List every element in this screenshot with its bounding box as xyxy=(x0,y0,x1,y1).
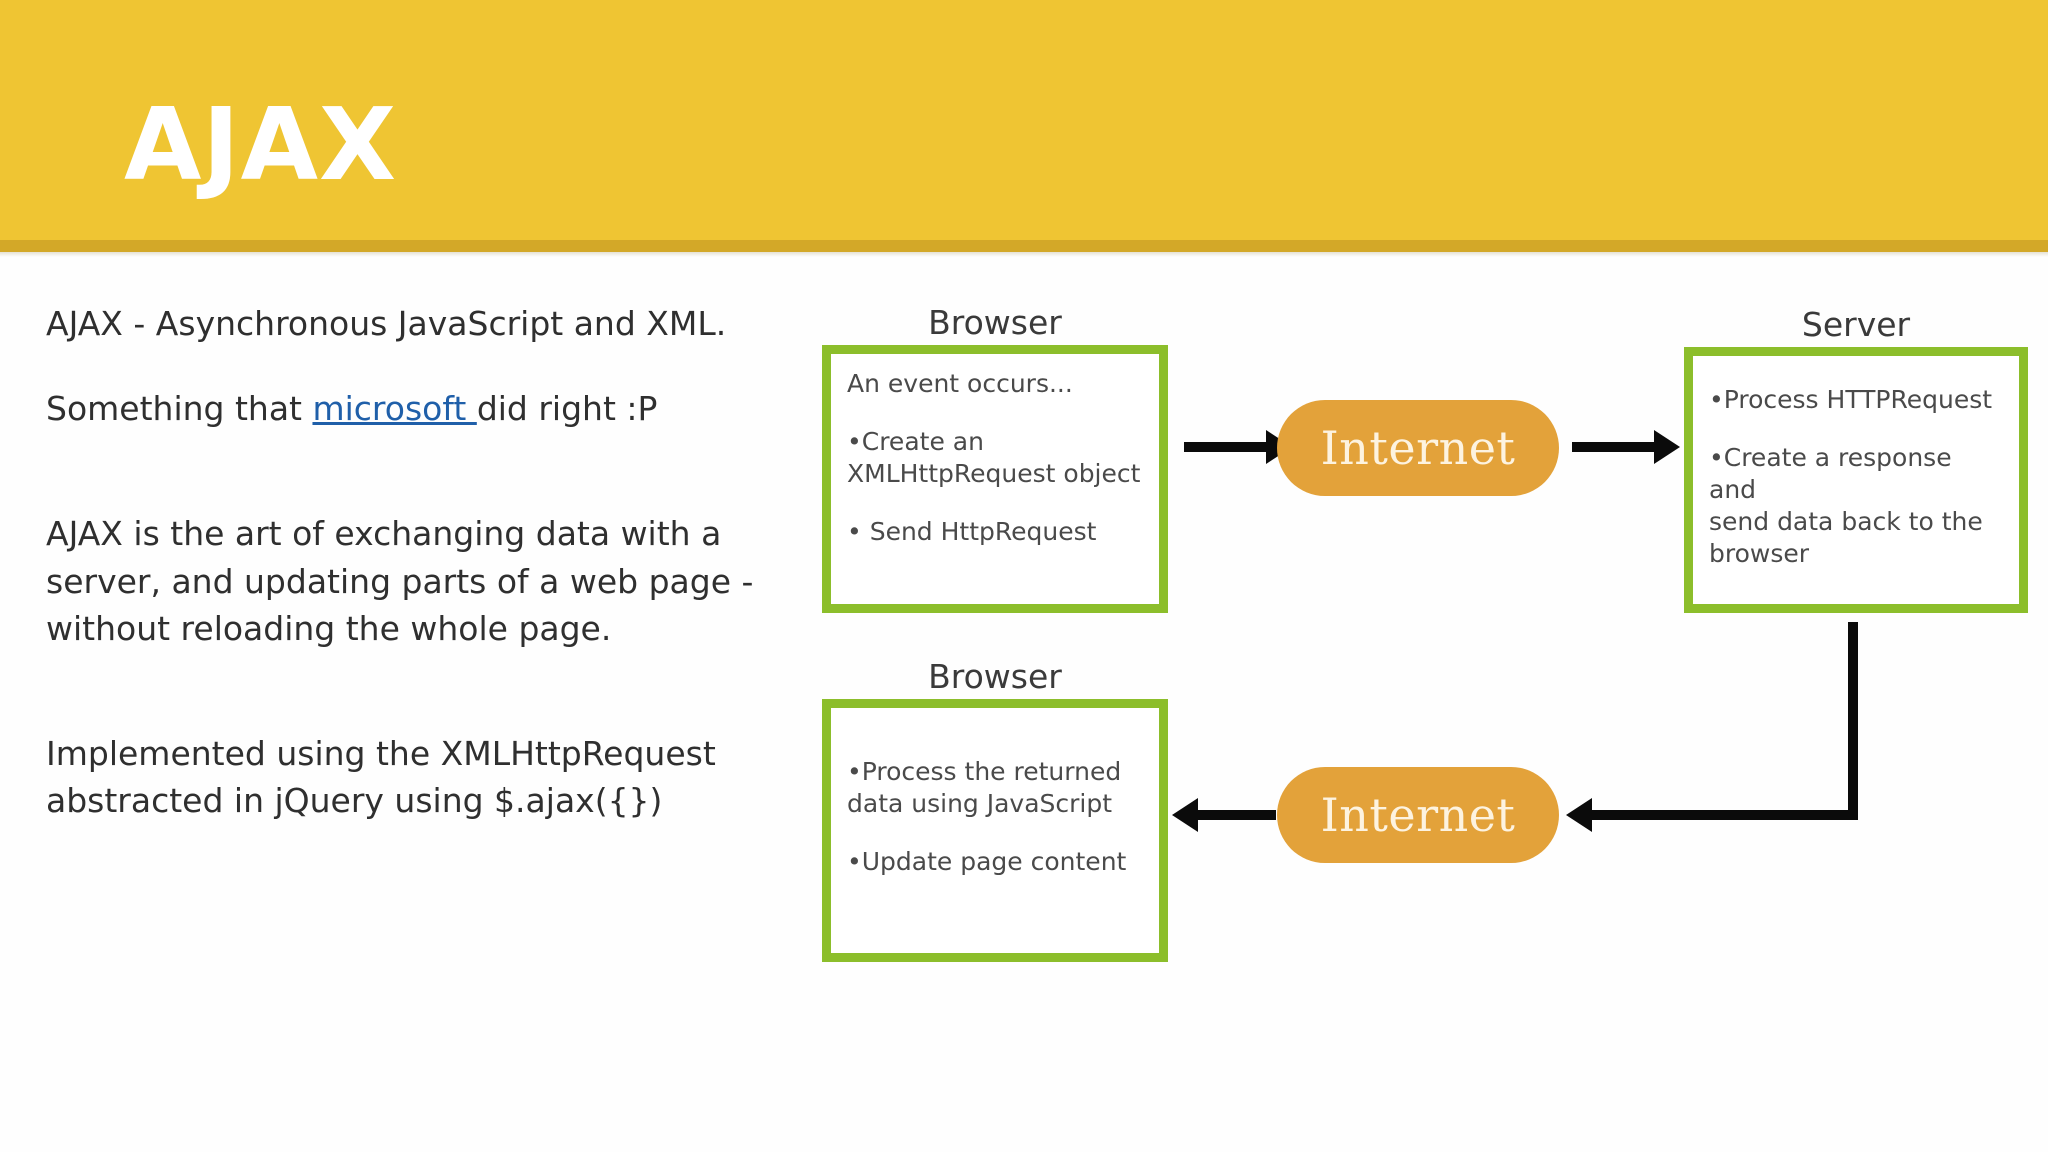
server-respond-cont1: send data back to the xyxy=(1709,507,1983,536)
browser-request-create-bullet: •Create an xyxy=(847,426,1143,458)
bullet-dot-icon: • xyxy=(847,427,862,456)
paragraph-ajax-description: AJAX is the art of exchanging data with … xyxy=(46,514,754,648)
arrow-internet-to-browser-line xyxy=(1196,810,1276,820)
internet-node-bottom: Internet xyxy=(1277,767,1559,863)
browser-response-update-text: Update page content xyxy=(861,847,1127,876)
server-box: •Process HTTPRequest •Create a response … xyxy=(1684,347,2028,613)
browser-response-process-cont: data using JavaScript xyxy=(847,789,1113,818)
page-title: AJAX xyxy=(124,86,398,203)
content-text-column: AJAX - Asynchronous JavaScript and XML. … xyxy=(46,300,786,862)
arrow-browser-to-internet-line xyxy=(1184,442,1268,452)
browser-request-create-text: Create an xyxy=(861,427,984,456)
browser-request-event-text: An event occurs... xyxy=(847,369,1073,398)
browser-request-label: Browser xyxy=(928,303,1062,342)
browser-response-content: •Process the returned data using JavaScr… xyxy=(831,708,1159,888)
slide-header-banner xyxy=(0,0,2048,240)
browser-request-create-cont: XMLHttpRequest object xyxy=(847,459,1141,488)
return-path-horizontal-line xyxy=(1592,810,1858,820)
browser-response-process-text: Process the returned xyxy=(861,757,1122,786)
browser-request-send-text: Send HttpRequest xyxy=(869,517,1097,546)
server-respond-bullet: •Create a response and xyxy=(1709,442,2003,506)
browser-request-box: An event occurs... •Create an XMLHttpReq… xyxy=(822,345,1168,613)
server-content: •Process HTTPRequest •Create a response … xyxy=(1693,356,2019,580)
internet-node-top: Internet xyxy=(1277,400,1559,496)
browser-request-send-bullet: • Send HttpRequest xyxy=(847,516,1143,548)
server-process-bullet: •Process HTTPRequest xyxy=(1709,384,2003,416)
paragraph-microsoft-link: Something that microsoft did right :P xyxy=(46,385,786,432)
server-process-text: Process HTTPRequest xyxy=(1723,385,1993,414)
arrow-internet-to-server-head xyxy=(1654,430,1680,464)
arrow-internet-to-server-line xyxy=(1572,442,1656,452)
arrow-internet-to-browser-head xyxy=(1172,798,1198,832)
bullet-dot-icon: • xyxy=(847,847,862,876)
paragraph-implementation: Implemented using the XMLHttpRequest abs… xyxy=(46,733,716,821)
browser-response-process-bullet: •Process the returned xyxy=(847,756,1143,788)
microsoft-link[interactable]: microsoft xyxy=(312,389,477,429)
server-respond-cont2: browser xyxy=(1709,539,1810,568)
link-line-suffix: did right :P xyxy=(476,389,658,429)
bullet-dot-icon: • xyxy=(1709,385,1724,414)
slide-header-shadow xyxy=(0,252,2048,257)
browser-request-content: An event occurs... •Create an XMLHttpReq… xyxy=(831,354,1159,558)
server-label: Server xyxy=(1801,305,1911,344)
browser-response-label: Browser xyxy=(928,657,1062,696)
browser-response-update-bullet: •Update page content xyxy=(847,846,1143,878)
server-respond-text: Create a response and xyxy=(1709,443,1952,504)
return-path-vertical-line xyxy=(1848,622,1858,820)
paragraph-definition: AJAX - Asynchronous JavaScript and XML. xyxy=(46,304,727,343)
bullet-dot-icon: • xyxy=(847,517,862,546)
browser-response-box: •Process the returned data using JavaScr… xyxy=(822,699,1168,962)
slide-header-stripe xyxy=(0,240,2048,252)
link-line-prefix: Something that xyxy=(46,389,313,429)
bullet-dot-icon: • xyxy=(847,757,862,786)
bullet-dot-icon: • xyxy=(1709,443,1724,472)
return-path-arrow-head xyxy=(1566,798,1592,832)
